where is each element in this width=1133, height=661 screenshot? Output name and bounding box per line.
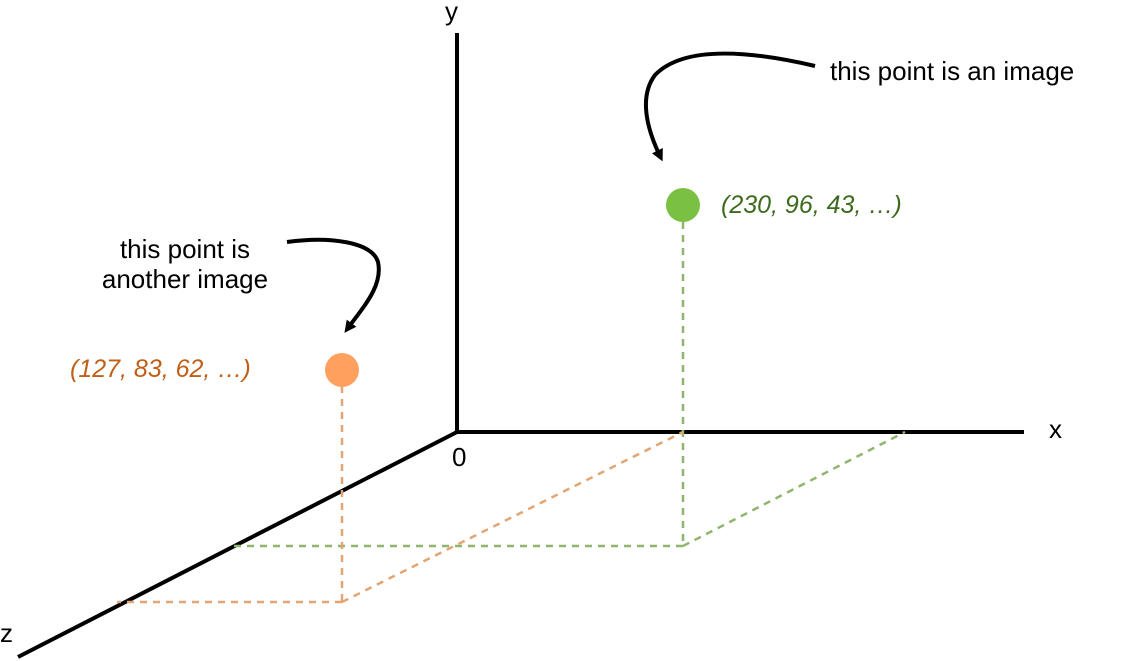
origin-label: 0 (452, 442, 467, 472)
green-point-annotation: this point is an image (830, 56, 1075, 86)
green-point-coordinates: (230, 96, 43, …) (721, 191, 902, 219)
orange-point (325, 353, 359, 387)
z-axis-line (17, 430, 458, 659)
x-axis-label: x (1049, 414, 1062, 444)
orange-annotation-line-2: another image (101, 264, 269, 294)
orange-x-projection-guide (341, 430, 684, 604)
orange-point-coordinates: (127, 83, 62, …) (70, 355, 251, 383)
orange-point-guides (117, 386, 684, 604)
green-annotation-arrow (643, 51, 816, 162)
y-axis-label: y (445, 0, 458, 26)
orange-annotation-line-1: this point is (119, 234, 251, 264)
orange-point-annotation: this point is another image (92, 234, 278, 294)
green-point (666, 188, 700, 222)
z-axis-label: z (0, 618, 13, 648)
green-point-guides (232, 222, 906, 548)
green-x-projection-guide (682, 430, 906, 548)
orange-annotation-arrow (286, 237, 381, 333)
